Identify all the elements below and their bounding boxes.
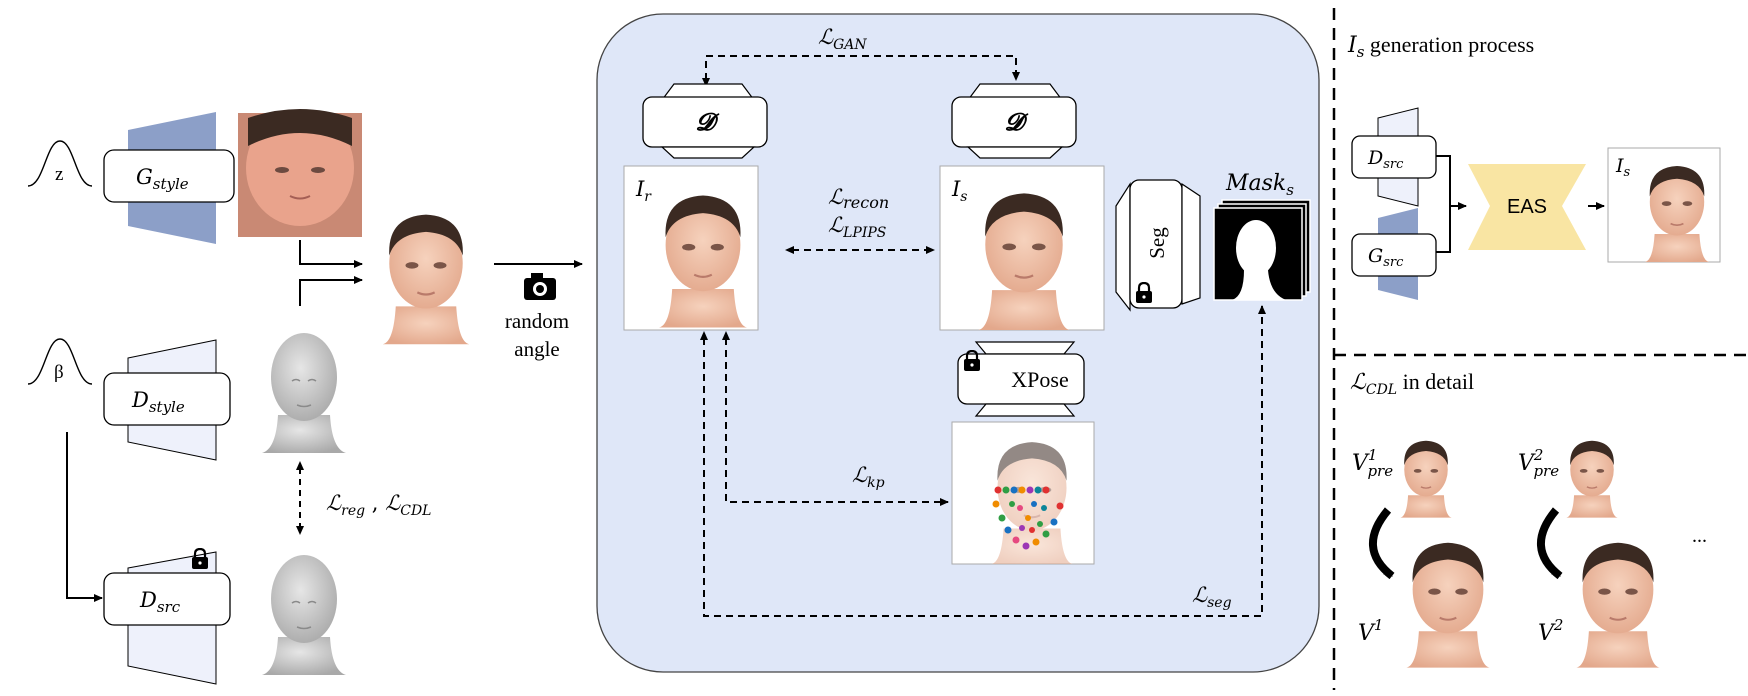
rt-d-src-label: Dsrc xyxy=(1367,147,1404,172)
beta-to-dsrc-arrow xyxy=(66,432,103,602)
is-generation-section: Is generation process Dsrc Gsrc EAS Is xyxy=(1347,32,1721,300)
seg-loss-arrow xyxy=(700,305,1266,617)
v-pre-1-head xyxy=(1399,440,1453,519)
cdl-detail-title: ℒCDL in detail xyxy=(1350,369,1474,398)
g-style-label: Gstyle xyxy=(136,165,189,193)
kp-loss-arrow xyxy=(722,331,949,506)
d-src-label: Dsrc xyxy=(139,588,181,616)
curved-arrow-2 xyxy=(1537,507,1563,580)
discriminator-1-base xyxy=(660,146,756,159)
rt-output-head xyxy=(1644,165,1710,262)
seg-trapezoid-right xyxy=(1181,182,1201,305)
keypoint-dots xyxy=(992,486,1064,550)
ellipsis: ... xyxy=(1692,525,1707,547)
source-gray-head xyxy=(261,554,347,676)
d-style-box xyxy=(103,372,231,426)
loss-lpips-label: ℒLPIPS xyxy=(828,213,886,241)
v-pre-2-head xyxy=(1565,440,1619,519)
uv-texture-image xyxy=(238,109,362,237)
beta-symbol: β xyxy=(54,362,64,383)
discriminator-2-base xyxy=(966,146,1064,159)
eas-label: EAS xyxy=(1507,196,1547,218)
v-2-head xyxy=(1575,541,1661,669)
seg-label: Seg xyxy=(1145,227,1169,259)
is-head xyxy=(977,192,1071,330)
eas-bowtie xyxy=(1468,164,1586,250)
seg-trapezoid xyxy=(1115,181,1131,312)
is-generation-title: Is generation process xyxy=(1347,32,1534,61)
xpose-top xyxy=(974,341,1076,355)
rt-g-src-box xyxy=(1351,233,1437,277)
z-symbol: z xyxy=(55,164,63,185)
loss-reg-cdl-label: ℒreg , ℒCDL xyxy=(326,491,431,519)
loss-recon-label: ℒrecon xyxy=(828,185,889,212)
lock-icon xyxy=(190,548,210,570)
camera-group: random angle xyxy=(494,260,583,361)
gan-loss-arrow xyxy=(702,55,1020,87)
mesh-to-head-arrow xyxy=(299,276,363,306)
center-panel-background xyxy=(596,13,1320,673)
predicted-gray-head xyxy=(261,332,347,454)
xpose-bottom xyxy=(974,403,1076,417)
d-style-label: Dstyle xyxy=(131,388,185,416)
v-1-head xyxy=(1405,541,1491,669)
curved-arrow-1 xyxy=(1369,507,1395,580)
ir-head xyxy=(657,194,749,329)
z-gaussian-curve xyxy=(27,140,93,187)
beta-gaussian-curve xyxy=(27,338,93,385)
camera-label-line1: random xyxy=(505,309,569,333)
texture-to-head-arrow xyxy=(299,240,363,268)
rendered-head xyxy=(381,213,471,346)
is-label: Is xyxy=(951,177,967,205)
center-panel: ℒGAN 𝓓 𝓓 Ir Is ℒrecon ℒLPIPS Seg Masks xyxy=(596,13,1320,673)
camera-icon xyxy=(524,273,556,300)
rt-merge-lines xyxy=(1436,155,1466,253)
loss-seg-label: ℒseg xyxy=(1192,583,1232,611)
left-section: z β Gstyle Dstyle Dsrc ℒr xyxy=(27,109,471,685)
mask-image-stack xyxy=(1213,199,1311,301)
loss-kp-label: ℒkp xyxy=(852,463,885,491)
ir-label: Ir xyxy=(635,177,652,205)
mask-label: Masks xyxy=(1225,171,1294,199)
v-2-label: V2 xyxy=(1538,616,1563,646)
d-src-box xyxy=(103,572,231,626)
rt-output-label: Is xyxy=(1615,155,1631,180)
loss-gan-label: ℒGAN xyxy=(818,25,867,53)
v-1-label: V1 xyxy=(1358,616,1383,646)
xpose-label: XPose xyxy=(1011,367,1068,392)
rt-g-src-label: Gsrc xyxy=(1368,245,1404,270)
g-style-box xyxy=(103,149,235,203)
camera-label-line2: angle xyxy=(514,337,559,361)
